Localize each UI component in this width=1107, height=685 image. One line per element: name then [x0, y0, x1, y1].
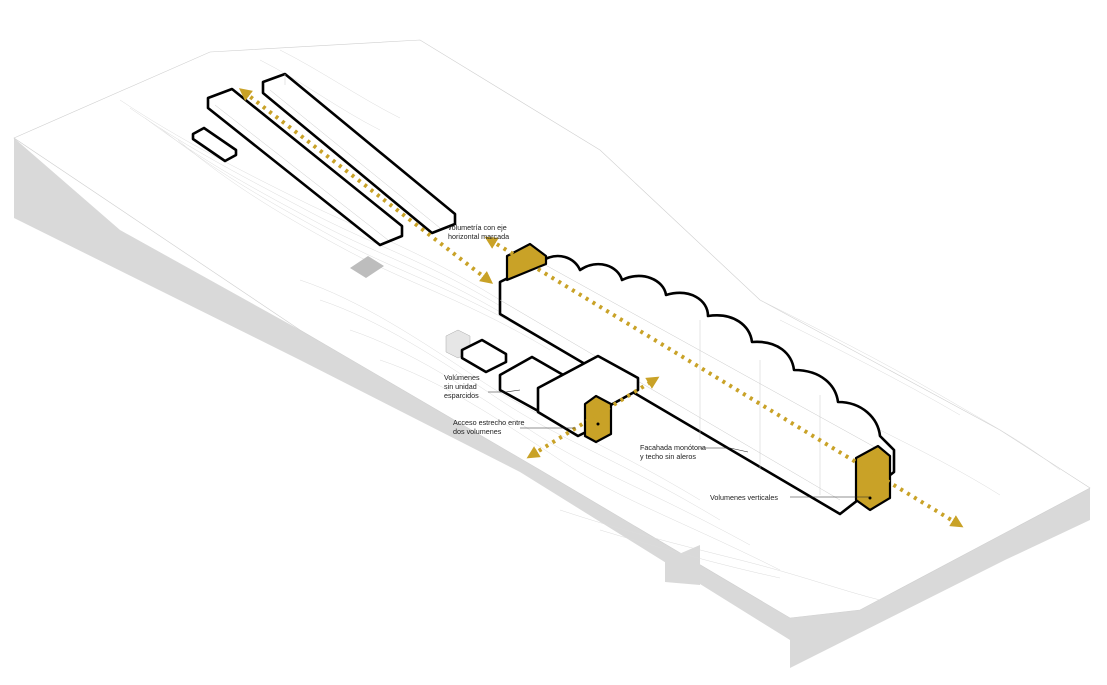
label-monotone-facade: Facahada monótona y techo sin aleros: [640, 443, 708, 461]
annotations: volumetría con eje horizontal marcada Vo…: [444, 223, 778, 502]
yellow-volume-right: [854, 444, 892, 512]
label-narrow-access: Acceso estrecho entre dos volumenes: [453, 418, 527, 436]
axis-arrow-main: [484, 236, 964, 528]
label-vertical-volumes: Volumenes verticales: [710, 493, 778, 502]
label-scattered-volumes: Volúmenes sin unidad esparcidos: [444, 373, 482, 400]
axis-arrow-left: [238, 88, 494, 284]
yellow-volume-middle: [583, 394, 613, 444]
label-horizontal-axis: volumetría con eje horizontal marcada: [448, 223, 509, 241]
axis-arrows: [238, 88, 964, 528]
leader-dot: [596, 422, 600, 426]
small-annex-left: [191, 126, 238, 163]
annotation-leaders: [488, 389, 870, 498]
slab-notch: [665, 545, 700, 585]
